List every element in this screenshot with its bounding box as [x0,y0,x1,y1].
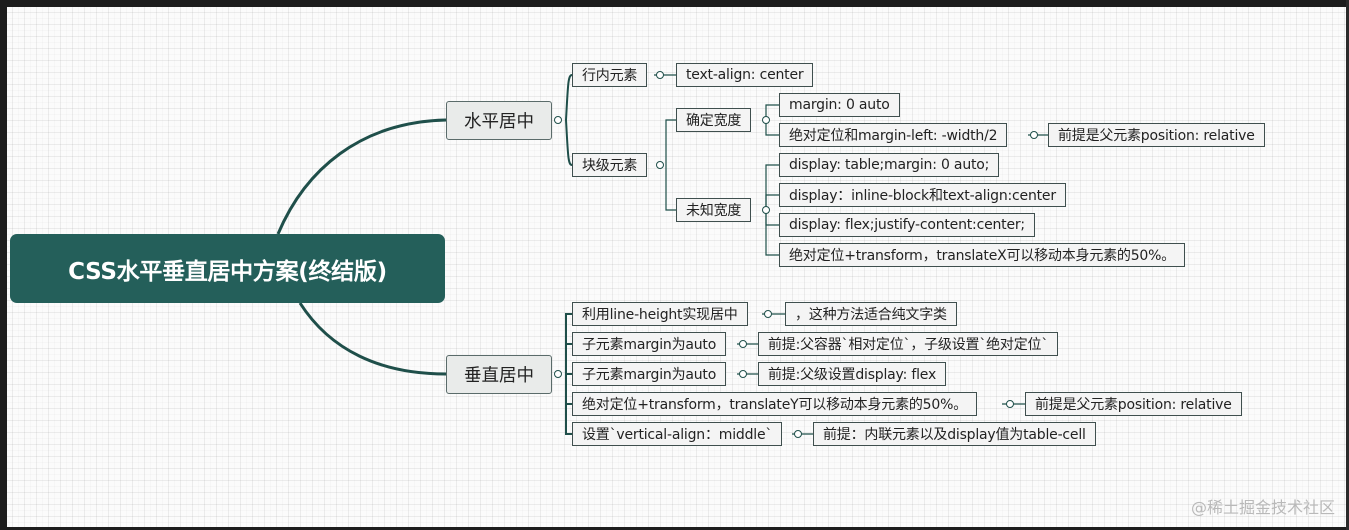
node-child-margin-auto[interactable]: 子元素margin为auto [572,332,727,356]
node-child-margin-auto-flex[interactable]: 子元素margin为auto [572,362,727,386]
node-line-height[interactable]: 利用line-height实现居中 [572,302,748,326]
window-left-edge [0,0,7,530]
node-vertical-align[interactable]: 设置`vertical-align：middle` [572,422,783,446]
collapse-toggle-icon [656,71,664,79]
collapse-toggle-icon [1030,131,1038,139]
collapse-toggle-icon [739,370,747,378]
collapse-toggle-icon [554,370,562,378]
note-parent-flex[interactable]: 前提:父级设置display: flex [758,362,947,386]
note-parent-relative-v[interactable]: 前提是父元素position: relative [1025,392,1242,416]
node-display-table[interactable]: display: table;margin: 0 auto; [779,153,1000,177]
window-top-edge [0,0,1349,7]
node-text-align-center[interactable]: text-align: center [676,63,814,87]
node-unknown-width[interactable]: 未知宽度 [676,198,752,222]
node-display-flex[interactable]: display: flex;justify-content:center; [779,213,1035,237]
node-transform-translatey[interactable]: 绝对定位+transform，translateY可以移动本身元素的50%。 [572,392,977,416]
note-parent-relative-child-absolute[interactable]: 前提:父容器`相对定位`，子级设置`绝对定位` [758,332,1059,356]
collapse-toggle-icon [656,161,664,169]
node-absolute-margin-left[interactable]: 绝对定位和margin-left: -width/2 [779,123,1008,147]
window-bottom-edge [0,527,1349,530]
note-pure-text[interactable]: ，这种方法适合纯文字类 [785,302,957,326]
node-inline-elements[interactable]: 行内元素 [572,63,648,87]
collapse-toggle-icon [554,116,562,124]
node-block-elements[interactable]: 块级元素 [572,153,648,177]
node-transform-translatex[interactable]: 绝对定位+transform，translateX可以移动本身元素的50%。 [779,243,1186,267]
node-margin-auto[interactable]: margin: 0 auto [779,93,900,117]
collapse-toggle-icon [762,206,770,214]
node-fixed-width[interactable]: 确定宽度 [676,108,752,132]
collapse-toggle-icon [794,430,802,438]
watermark: @稀土掘金技术社区 [1190,498,1335,517]
collapse-toggle-icon [1006,400,1014,408]
collapse-toggle-icon [762,116,770,124]
note-table-cell[interactable]: 前提：内联元素以及display值为table-cell [813,422,1096,446]
collapse-toggle-icon [739,340,747,348]
node-inline-block[interactable]: display：inline-block和text-align:center [779,183,1066,207]
topic-vertical-center[interactable]: 垂直居中 [446,355,552,394]
root-topic[interactable]: CSS水平垂直居中方案(终结版) [10,234,445,303]
note-parent-relative[interactable]: 前提是父元素position: relative [1048,123,1265,147]
window-right-edge [1346,0,1349,530]
collapse-toggle-icon [764,310,772,318]
topic-horizontal-center[interactable]: 水平居中 [446,101,552,140]
